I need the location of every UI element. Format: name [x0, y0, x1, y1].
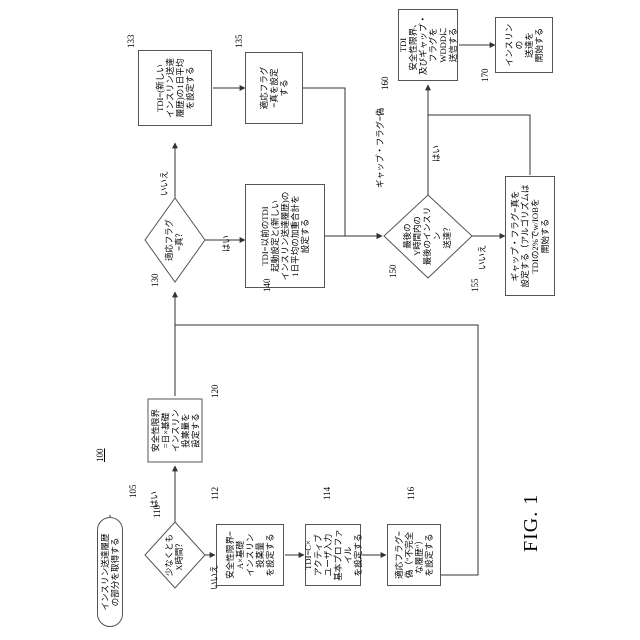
edge-label-yes_150: はい	[432, 145, 442, 162]
node-b170: インスリンの 送達を 開始する	[495, 17, 553, 73]
node-b160: TDI 安全性限界、 及びギャップ・ フラグを WDDDに 送信する	[398, 9, 458, 81]
ref-number-b160: 160	[380, 77, 390, 91]
node-b155-text: ギャップ・フラグ=真を 設定する（アルゴリズムは TDIの2%でw/IOBを 開…	[510, 185, 550, 288]
node-b120: 安全性限界 =日×基礎 インスリン 投薬量を 設定する	[148, 398, 203, 462]
node-b155: ギャップ・フラグ=真を 設定する（アルゴリズムは TDIの2%でw/IOBを 開…	[505, 176, 555, 296]
decision-d110-text: 少なくとも X時間？	[155, 525, 195, 585]
node-b114: TDI=C× アクティブ ユーザ入力 基本プロファイル を設定する	[305, 524, 361, 586]
node-b160-text: TDI 安全性限界、 及びギャップ・ フラグを WDDDに 送信する	[398, 15, 458, 75]
ref-number-b140: 140	[262, 279, 272, 293]
edge-label-no_130: いいえ	[160, 171, 170, 196]
node-b135: 適応フラグ =真を設定 する	[245, 52, 303, 124]
node-b140-text: TDI=以前のTDI 起動設定と(新しい インスリン送達履歴)の 1日平均の加重…	[260, 192, 310, 281]
ref-number-b116: 116	[406, 487, 416, 500]
node-b133-text: TDI=(新しい インスリン送達 履歴)の1日平均 を設定する	[155, 58, 195, 118]
figure-title: FIG. 1	[520, 494, 542, 552]
ref-number-b135: 135	[234, 35, 244, 49]
edge-label-no_150: いいえ	[478, 245, 488, 270]
edge-label-yes_130: はい	[222, 235, 232, 252]
figure-ref-number: 100	[95, 449, 105, 463]
edge-label-gap_false: ギャップ・フラグ=偽	[376, 108, 386, 188]
edge-label-no_110: いいえ	[210, 565, 220, 590]
node-b116-text: 適応フラグ= 偽（"不完全 な履歴"） を設定する	[394, 531, 434, 579]
node-b133: TDI=(新しい インスリン送達 履歴)の1日平均 を設定する	[138, 50, 212, 126]
ref-number-d150: 150	[388, 265, 398, 279]
decision-d150-text: 最後の Y時間内の 最後のインスリン 送達？	[400, 203, 456, 269]
arrow-155-to-160	[428, 115, 530, 175]
node-b170-text: インスリンの 送達を 開始する	[504, 20, 544, 70]
node-b112: 安全性限界= A×基礎 インスリン 投薬量 を設定する	[216, 524, 284, 586]
node-start-text: インスリン送達履歴 の部分を取得する	[100, 533, 120, 610]
node-start: インスリン送達履歴 の部分を取得する	[97, 517, 123, 627]
edge-label-yes_110: はい	[150, 491, 160, 508]
ref-number-d130: 130	[150, 274, 160, 288]
ref-number-b133: 133	[126, 35, 136, 49]
ref-number-start: 105	[128, 485, 138, 499]
node-b116: 適応フラグ= 偽（"不完全 な履歴"） を設定する	[387, 524, 441, 586]
node-b112-text: 安全性限界= A×基礎 インスリン 投薬量 を設定する	[225, 531, 275, 579]
decision-d130-text: 適応フラグ =真？	[155, 209, 195, 271]
ref-number-b120: 120	[210, 385, 220, 399]
node-b135-text: 適応フラグ =真を設定 する	[259, 67, 289, 110]
ref-number-b170: 170	[480, 69, 490, 83]
ref-number-b114: 114	[322, 487, 332, 500]
ref-number-b155: 155	[470, 279, 480, 293]
node-b140: TDI=以前のTDI 起動設定と(新しい インスリン送達履歴)の 1日平均の加重…	[245, 184, 325, 288]
ref-number-b112: 112	[210, 487, 220, 500]
node-b120-text: 安全性限界 =日×基礎 インスリン 投薬量を 設定する	[150, 409, 200, 452]
node-b114-text: TDI=C× アクティブ ユーザ入力 基本プロファイル を設定する	[303, 527, 363, 583]
